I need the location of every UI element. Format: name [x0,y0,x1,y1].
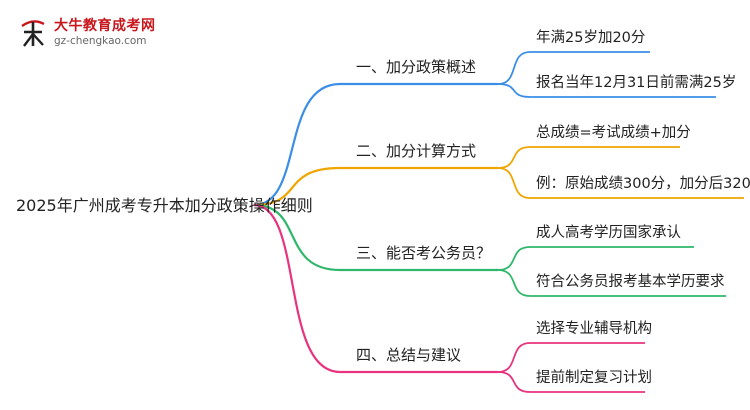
connector-branch-1-child-2 [497,83,716,98]
branch-1-child-1[interactable]: 年满25岁加20分 [536,29,645,46]
connector-branch-4 [253,203,498,374]
connector-branch-4-child-1 [497,342,645,373]
branch-label-2[interactable]: 二、加分计算方式 [356,142,476,160]
mind-map-connectors [253,51,744,393]
branch-1-child-2[interactable]: 报名当年12月31日前需满25岁 [536,74,736,91]
branch-2-child-1[interactable]: 总成绩=考试成绩+加分 [536,124,691,141]
connector-branch-1 [253,82,498,207]
branch-3-child-1[interactable]: 成人高考学历国家承认 [536,224,681,241]
site-logo[interactable]: 大牛教育成考网 gz-chengkao.com [18,14,178,54]
branch-3-child-2[interactable]: 符合公务员报考基本学历要求 [536,273,725,290]
mind-map-branches: 一、加分政策概述 年满25岁加20分报名当年12月31日前需满25岁二、加分计算方… [356,29,750,386]
connector-branch-3-child-1 [497,246,694,271]
connector-branch-2-child-1 [497,146,680,169]
daniu-logo-icon [21,20,45,47]
logo-brand-name: 大牛教育成考网 [54,18,156,34]
connector-branch-1-child-1 [497,51,650,85]
connector-branch-3 [253,203,498,272]
branch-2-child-2[interactable]: 例：原始成绩300分，加分后320分 [536,175,750,192]
branch-4-child-1[interactable]: 选择专业辅导机构 [536,320,652,337]
branch-label-3[interactable]: 三、能否考公务员？ [356,244,491,262]
connector-branch-4-child-2 [497,371,645,393]
branch-4-child-2[interactable]: 提前制定复习计划 [536,368,652,386]
branch-label-4[interactable]: 四、总结与建议 [356,346,461,364]
branch-label-1[interactable]: 一、加分政策概述 [356,58,476,76]
connector-branch-2-child-2 [497,167,744,199]
connector-branch-2 [253,166,498,207]
logo-url: gz-chengkao.com [54,35,147,47]
mind-map-root: 2025年广州成考专升本加分政策操作细则 [16,196,313,215]
connector-branch-3-child-2 [497,269,726,297]
